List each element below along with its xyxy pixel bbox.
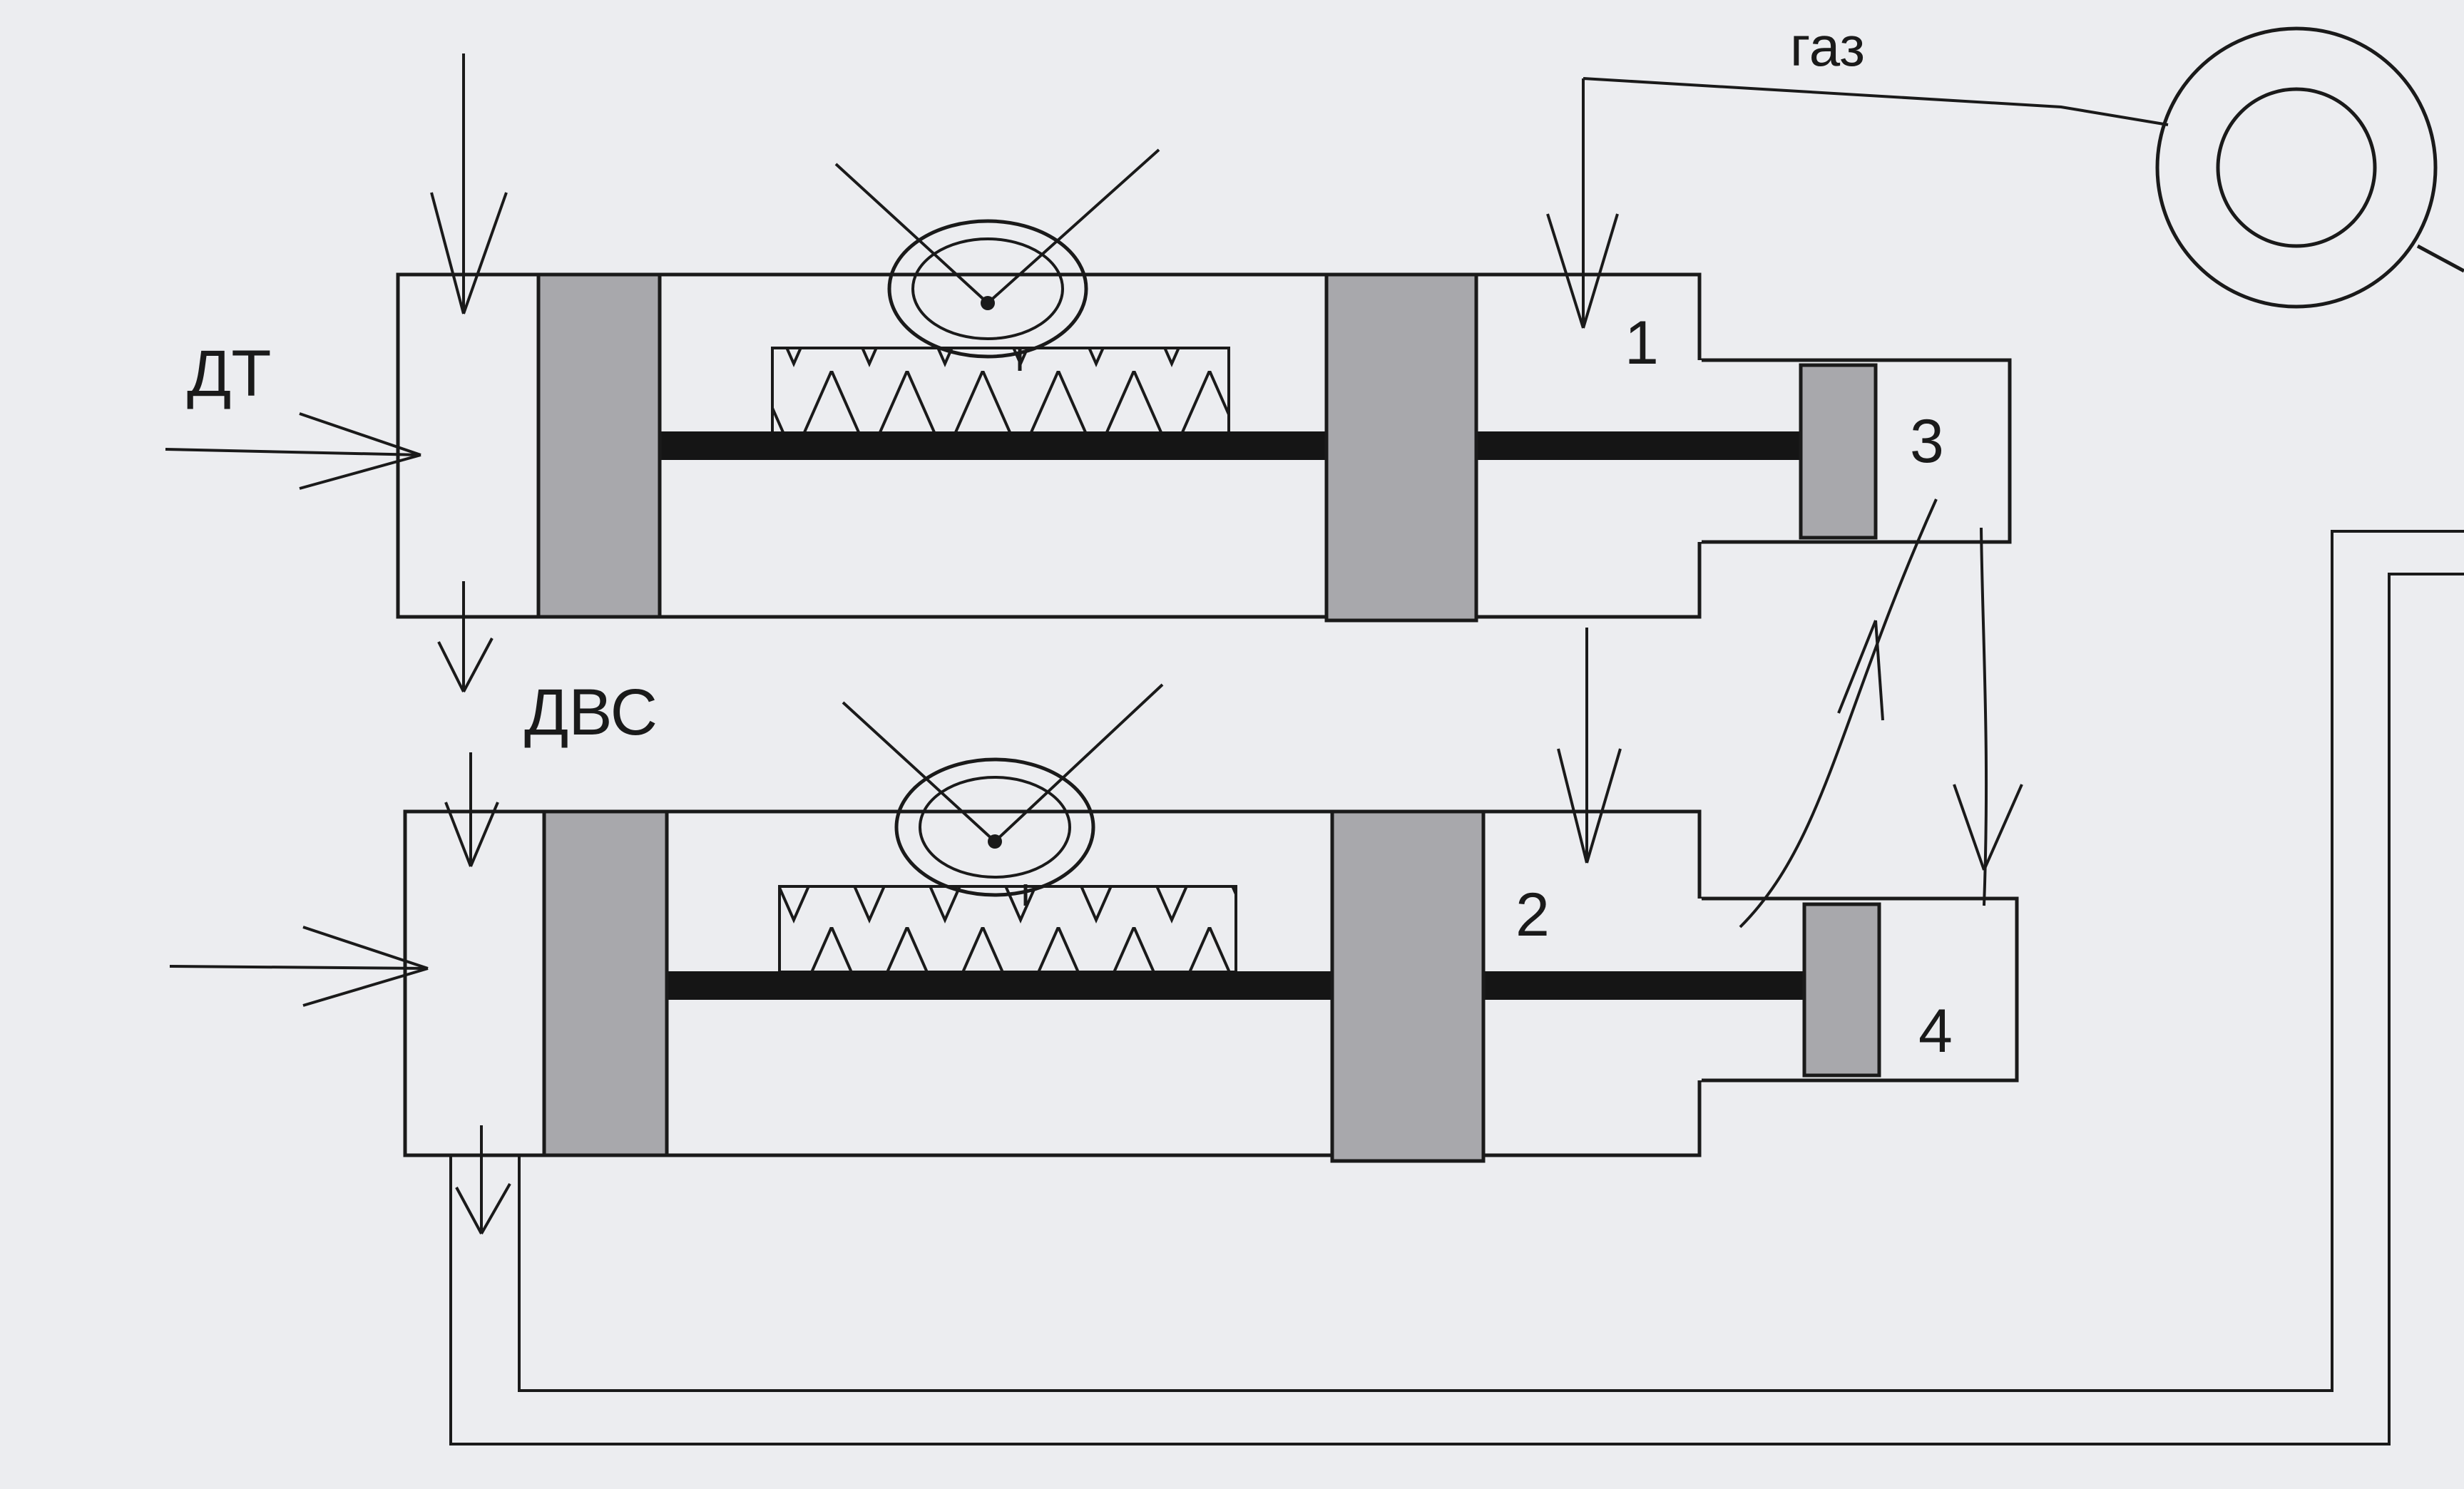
gas-line [1582,77,2169,328]
gas-tank [2155,26,2464,309]
engine-label: ДВС [524,676,658,749]
fuel-label: ДТ [187,337,272,410]
lower-crank-wheel [842,683,1164,906]
arrow-lower-side-input [169,965,429,970]
arrow-fuel-input [165,448,421,456]
upper-left-piston [536,272,662,619]
chamber-4-label: 4 [1918,997,1953,1065]
arrow-3-to-4 [1980,527,1988,906]
flow-arrows [165,53,2169,1234]
arrow-2-to-3 [1739,498,1938,928]
lower-spring [781,888,1234,971]
lower-piston-rod [667,971,1804,1000]
upper-small-piston [1799,363,1878,540]
lower-small-piston [1802,902,1881,1078]
upper-spring [774,349,1227,432]
chamber-3-label: 3 [1910,407,1944,476]
chamber-2-label: 2 [1515,881,1550,949]
upper-piston-rod [660,431,1801,460]
lower-right-piston [1330,809,1486,1163]
gas-label: газ [1790,15,1865,78]
upper-cylinder-assembly: 1 3 [396,148,2012,623]
return-pipes [449,530,2464,1445]
chamber-1-label: 1 [1625,309,1659,377]
upper-right-piston [1324,272,1478,623]
lower-cylinder-assembly: 2 4 [403,683,2019,1163]
lower-left-piston [542,809,669,1157]
upper-crank-wheel [834,148,1160,371]
